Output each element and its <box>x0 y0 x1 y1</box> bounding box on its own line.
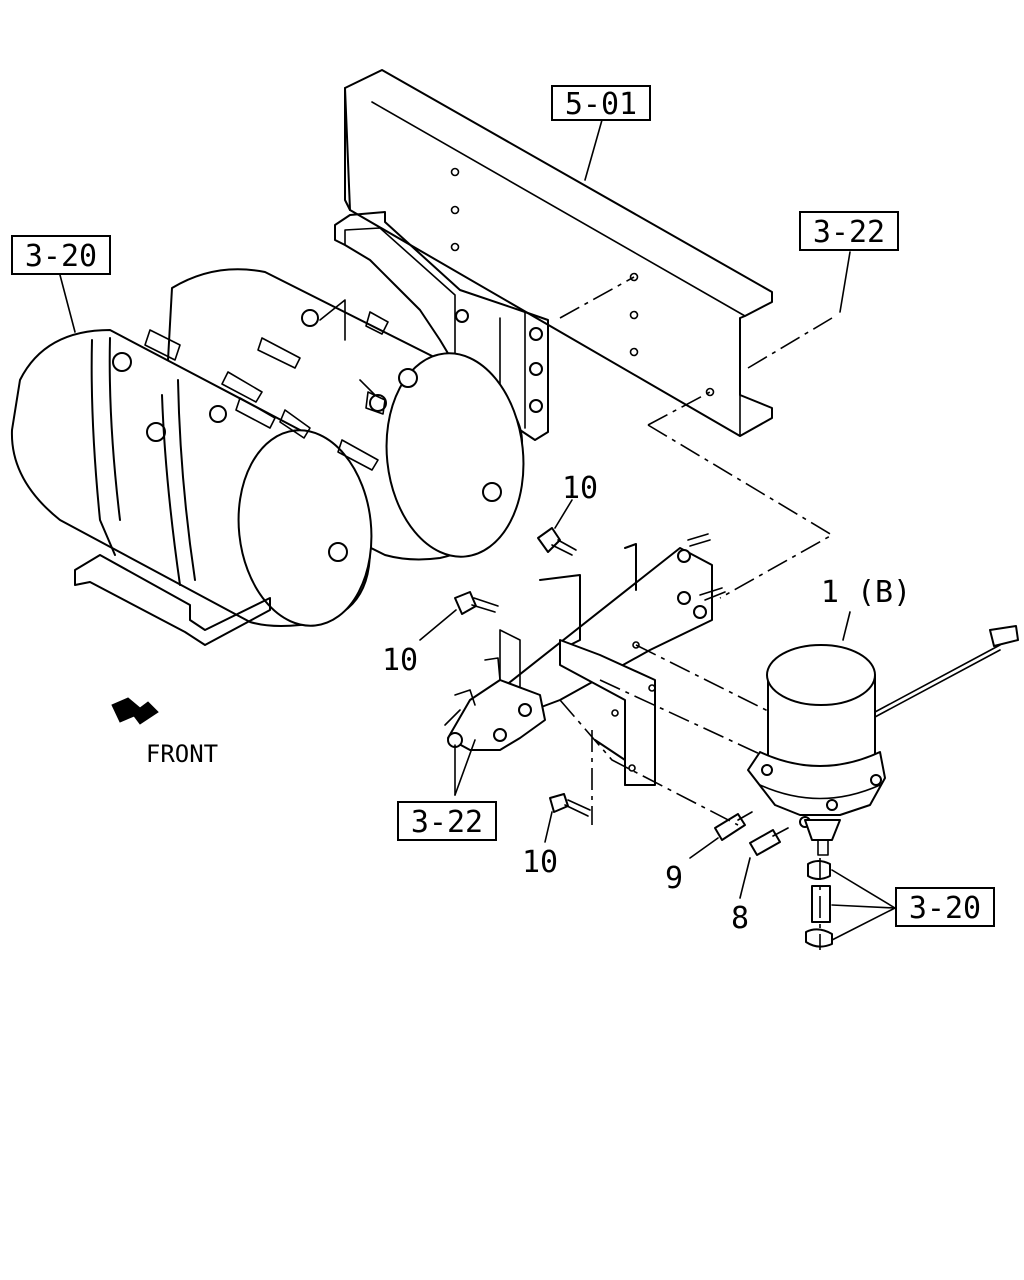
front-label: FRONT <box>146 740 218 768</box>
fitting-9 <box>714 811 753 841</box>
fitting-8 <box>749 827 789 856</box>
part-number-8: 8 <box>731 901 749 936</box>
part-number-10-middle: 10 <box>382 643 418 678</box>
part-number-10-upper: 10 <box>562 471 598 506</box>
wire-harness <box>874 625 1019 718</box>
callout-3-22-bottom-text: 3-22 <box>411 805 483 840</box>
leader-lines <box>59 119 896 941</box>
bolt-tip-top <box>687 533 711 547</box>
callout-5-01: 5-01 <box>551 85 651 122</box>
hose-parts <box>805 860 833 948</box>
part-number-1b: 1 (B) <box>821 575 911 610</box>
part-number-9: 9 <box>665 861 683 896</box>
dryer-bracket <box>499 543 713 786</box>
front-arrow-icon <box>111 697 159 725</box>
callout-3-20-left: 3-20 <box>11 235 111 275</box>
callout-3-22-top: 3-22 <box>799 211 899 251</box>
valve-block <box>444 657 546 751</box>
air-tank-front <box>10 329 373 627</box>
bolt-tip-right <box>699 587 726 601</box>
callout-3-20-left-text: 3-20 <box>25 239 97 274</box>
bolt-lower <box>549 793 591 817</box>
part-number-10-lower: 10 <box>522 845 558 880</box>
callout-5-01-text: 5-01 <box>565 87 637 122</box>
callout-3-22-bottom: 3-22 <box>397 801 497 841</box>
callout-3-22-top-text: 3-22 <box>813 215 885 250</box>
callout-3-20-right: 3-20 <box>895 887 995 927</box>
tank-cradle <box>74 554 271 646</box>
air-dryer <box>747 644 886 856</box>
frame-rail <box>344 69 773 437</box>
bolt-upper <box>537 527 577 556</box>
bolt-middle <box>454 591 499 615</box>
alignment-lines <box>559 276 834 950</box>
tank-fittings <box>144 311 389 471</box>
callout-3-20-right-text: 3-20 <box>909 891 981 926</box>
